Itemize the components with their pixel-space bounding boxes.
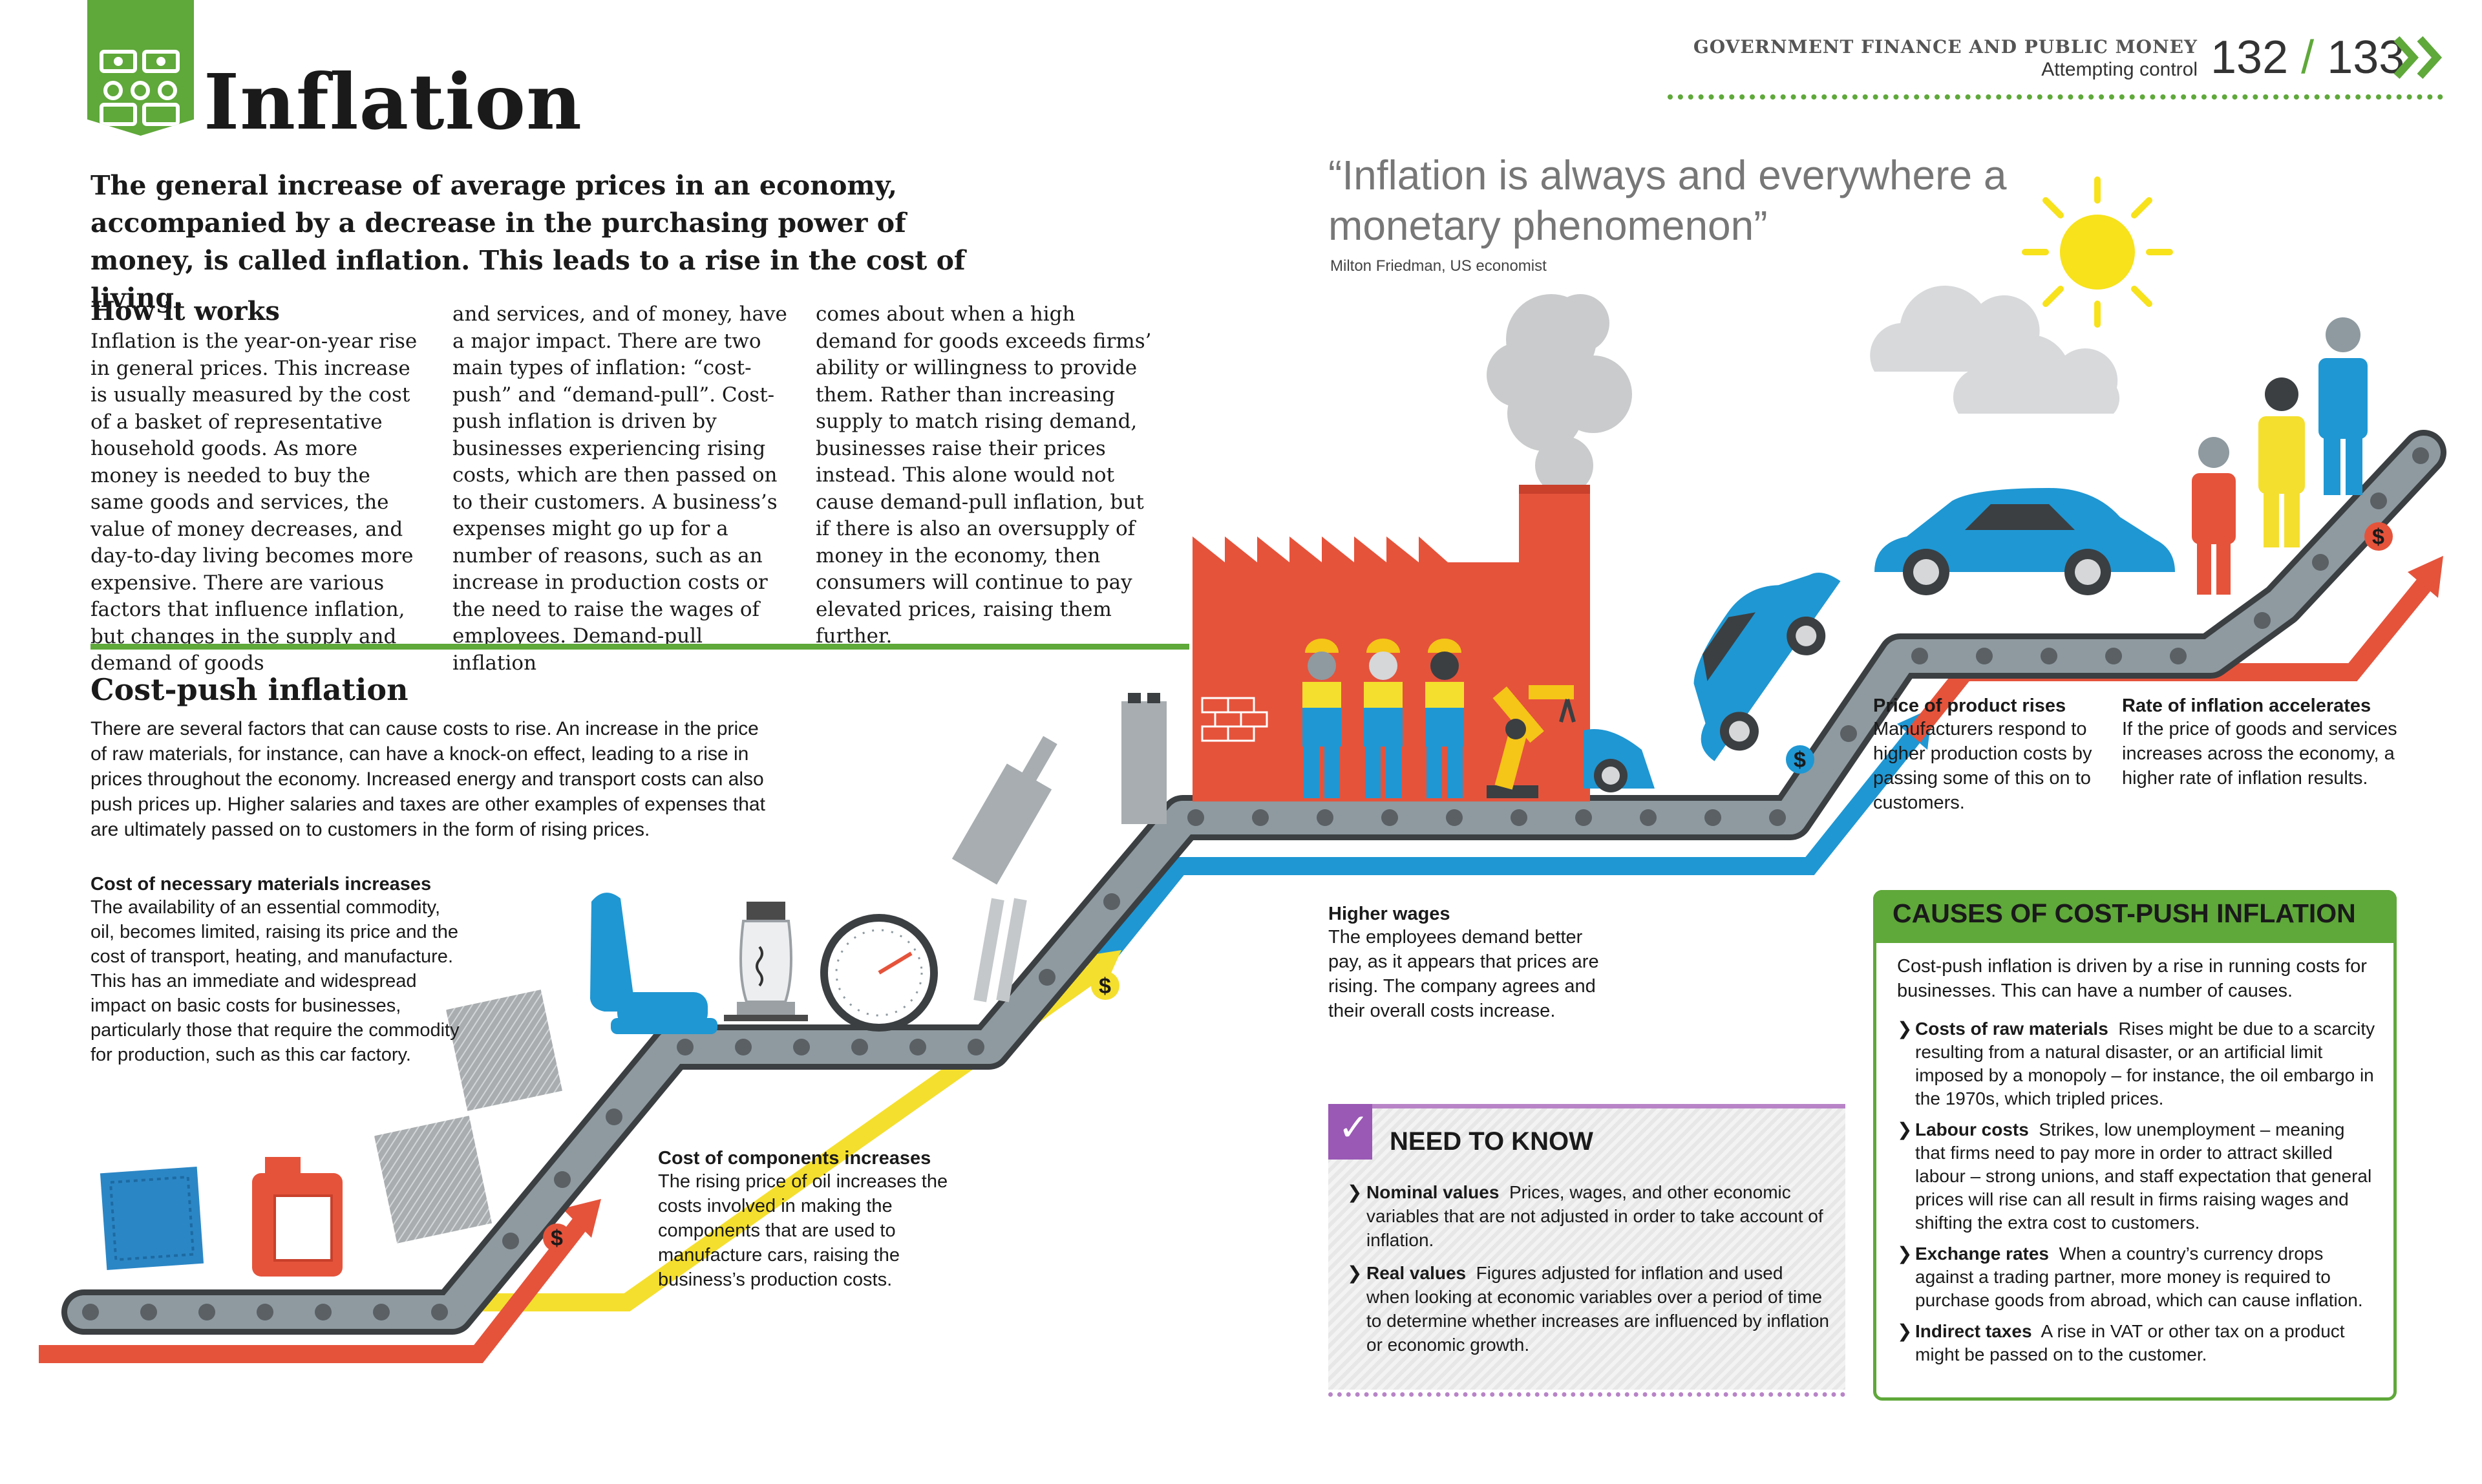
cost-push-body: There are several factors that can cause… xyxy=(90,718,765,840)
label-rate: Rate of inflation accelerates If the pri… xyxy=(2122,695,2400,790)
label-product-body: Manufacturers respond to higher producti… xyxy=(1873,719,2092,813)
headlight-bulb-icon xyxy=(724,902,808,1021)
causes-box xyxy=(1873,890,2397,1401)
definition: Figures adjusted for inflation and used … xyxy=(1366,1263,1829,1355)
label-materials: Cost of necessary materials increases Th… xyxy=(90,874,462,1067)
causes-item: ❯Exchange rates When a country’s currenc… xyxy=(1897,1242,2375,1312)
arrow-bullet-icon: ❯ xyxy=(1897,1321,1913,1341)
chevron-right-icon xyxy=(2392,35,2450,83)
need-to-know-tab xyxy=(1328,1104,1372,1160)
cloud-icon xyxy=(1870,285,2120,414)
label-components-body: The rising price of oil increases the co… xyxy=(658,1171,948,1290)
quote: “Inflation is always and everywhere a mo… xyxy=(1328,152,2007,249)
need-to-know-box xyxy=(1328,1104,1845,1390)
svg-text:$: $ xyxy=(1099,974,1111,999)
sun-icon xyxy=(2022,176,2173,328)
arrow-bullet-icon: ❯ xyxy=(1897,1244,1913,1264)
term: Exchange rates xyxy=(1915,1244,2049,1264)
label-wages-heading: Higher wages xyxy=(1328,904,1450,924)
dollar-marker-icons: $ $ $ $ xyxy=(543,522,2393,1252)
checkmark-icon: ✓ xyxy=(1338,1107,1370,1149)
arrow-bullet-icon: ❯ xyxy=(1347,1263,1363,1283)
car-seat-icon xyxy=(590,893,717,1034)
need-to-know-item: ❯Real values Figures adjusted for inflat… xyxy=(1347,1261,1829,1357)
term: Labour costs xyxy=(1915,1119,2029,1140)
label-product-heading: Price of product rises xyxy=(1873,695,2066,716)
exhaust-pipe-icon xyxy=(951,736,1057,1002)
car-partial-icon xyxy=(1584,729,1655,792)
causes-item: ❯Indirect taxes A rise in VAT or other t… xyxy=(1897,1320,2375,1366)
intro-paragraph: The general increase of average prices i… xyxy=(90,170,966,313)
label-materials-heading: Cost of necessary materials increases xyxy=(90,874,432,895)
arrow-bullet-icon: ❯ xyxy=(1897,1019,1913,1039)
term: Nominal values xyxy=(1366,1182,1500,1202)
how-it-works-col2: and services, and of money, have a major… xyxy=(452,302,787,675)
blue-price-arrow xyxy=(1092,731,1920,972)
label-wages-body: The employees demand better pay, as it a… xyxy=(1328,927,1599,1021)
arrow-bullet-icon: ❯ xyxy=(1347,1182,1363,1202)
cost-push-heading: Cost-push inflation xyxy=(90,672,408,707)
how-it-works-col3: comes about when a high demand for goods… xyxy=(816,302,1152,648)
arrow-bullet-icon: ❯ xyxy=(1897,1119,1913,1140)
running-header: GOVERNMENT FINANCE AND PUBLIC MONEY Atte… xyxy=(1693,36,2198,81)
definition: When a country’s currency drops against … xyxy=(1915,1244,2363,1310)
section-divider xyxy=(90,644,1189,650)
causes-heading: CAUSES OF COST-PUSH INFLATION xyxy=(1893,898,2356,928)
page-slash: / xyxy=(2301,32,2315,83)
subsection-name: Attempting control xyxy=(2041,59,2198,80)
label-components: Cost of components increases The rising … xyxy=(658,1148,955,1292)
need-to-know-list: ❯Nominal values Prices, wages, and other… xyxy=(1344,1180,1829,1366)
oil-can-icon xyxy=(252,1157,343,1277)
causes-list: ❯Costs of raw materials Rises might be d… xyxy=(1897,1017,2375,1374)
brick-pattern-icon xyxy=(1201,697,1268,742)
term: Real values xyxy=(1366,1263,1467,1283)
need-to-know-bottom-rule xyxy=(1328,1392,1845,1397)
causes-header-bar xyxy=(1873,890,2397,943)
section-badge xyxy=(87,0,194,136)
factory-workers-icon xyxy=(1302,639,1464,798)
page-left: 132 xyxy=(2211,32,2289,83)
need-to-know-heading: NEED TO KNOW xyxy=(1390,1127,1593,1156)
term: Costs of raw materials xyxy=(1915,1019,2108,1039)
causes-item: ❯Costs of raw materials Rises might be d… xyxy=(1897,1017,2375,1110)
label-components-heading: Cost of components increases xyxy=(658,1148,931,1169)
need-to-know-item: ❯Nominal values Prices, wages, and other… xyxy=(1347,1180,1829,1252)
fabric-swatch-icon xyxy=(100,1166,204,1271)
money-gears-icon xyxy=(100,50,180,126)
section-name: GOVERNMENT FINANCE AND PUBLIC MONEY xyxy=(1693,36,2198,58)
svg-text:$: $ xyxy=(551,1226,563,1251)
car-battery-icon xyxy=(1121,693,1167,824)
red-cost-arrow xyxy=(39,1216,589,1363)
label-product: Price of product rises Manufacturers res… xyxy=(1873,695,2099,815)
car-icon xyxy=(1874,488,2175,595)
how-it-works-heading: How it works xyxy=(90,296,280,326)
label-wages: Higher wages The employees demand better… xyxy=(1328,904,1600,1023)
how-it-works-col1: Inflation is the year-on-year rise in ge… xyxy=(90,330,418,675)
label-rate-heading: Rate of inflation accelerates xyxy=(2122,695,2371,716)
quote-attribution: Milton Friedman, US economist xyxy=(1330,257,1547,275)
speedometer-gauge-icon xyxy=(820,914,938,1032)
definition: A rise in VAT or other tax on a product … xyxy=(1915,1321,2345,1364)
car-tilted-icon xyxy=(1693,573,1841,761)
causes-item: ❯Labour costs Strikes, low unemployment … xyxy=(1897,1118,2375,1235)
svg-text:$: $ xyxy=(1794,748,1806,772)
term: Indirect taxes xyxy=(1915,1321,2032,1341)
page-title: Inflation xyxy=(204,57,582,147)
consumer-figures-icon xyxy=(2192,317,2368,595)
page-numbers: 132 / 133 xyxy=(2211,31,2404,84)
label-rate-body: If the price of goods and services incre… xyxy=(2122,719,2397,789)
definition: Rises might be due to a scarcity resulti… xyxy=(1915,1019,2375,1108)
causes-intro: Cost-push inflation is driven by a rise … xyxy=(1897,956,2367,1001)
definition: Strikes, low unemployment – meaning that… xyxy=(1915,1119,2372,1233)
page-right: 133 xyxy=(2327,32,2405,83)
robot-arm-icon xyxy=(1487,685,1576,798)
definition: Prices, wages, and other economic variab… xyxy=(1366,1182,1823,1250)
smoke-cloud-icon xyxy=(1487,294,1632,494)
label-materials-body: The availability of an essential commodi… xyxy=(90,897,460,1065)
belt-gears xyxy=(82,447,2429,1320)
svg-text:$: $ xyxy=(2372,525,2384,549)
header-dotted-rule xyxy=(1668,94,2443,100)
metal-sheet-icon xyxy=(374,990,562,1244)
